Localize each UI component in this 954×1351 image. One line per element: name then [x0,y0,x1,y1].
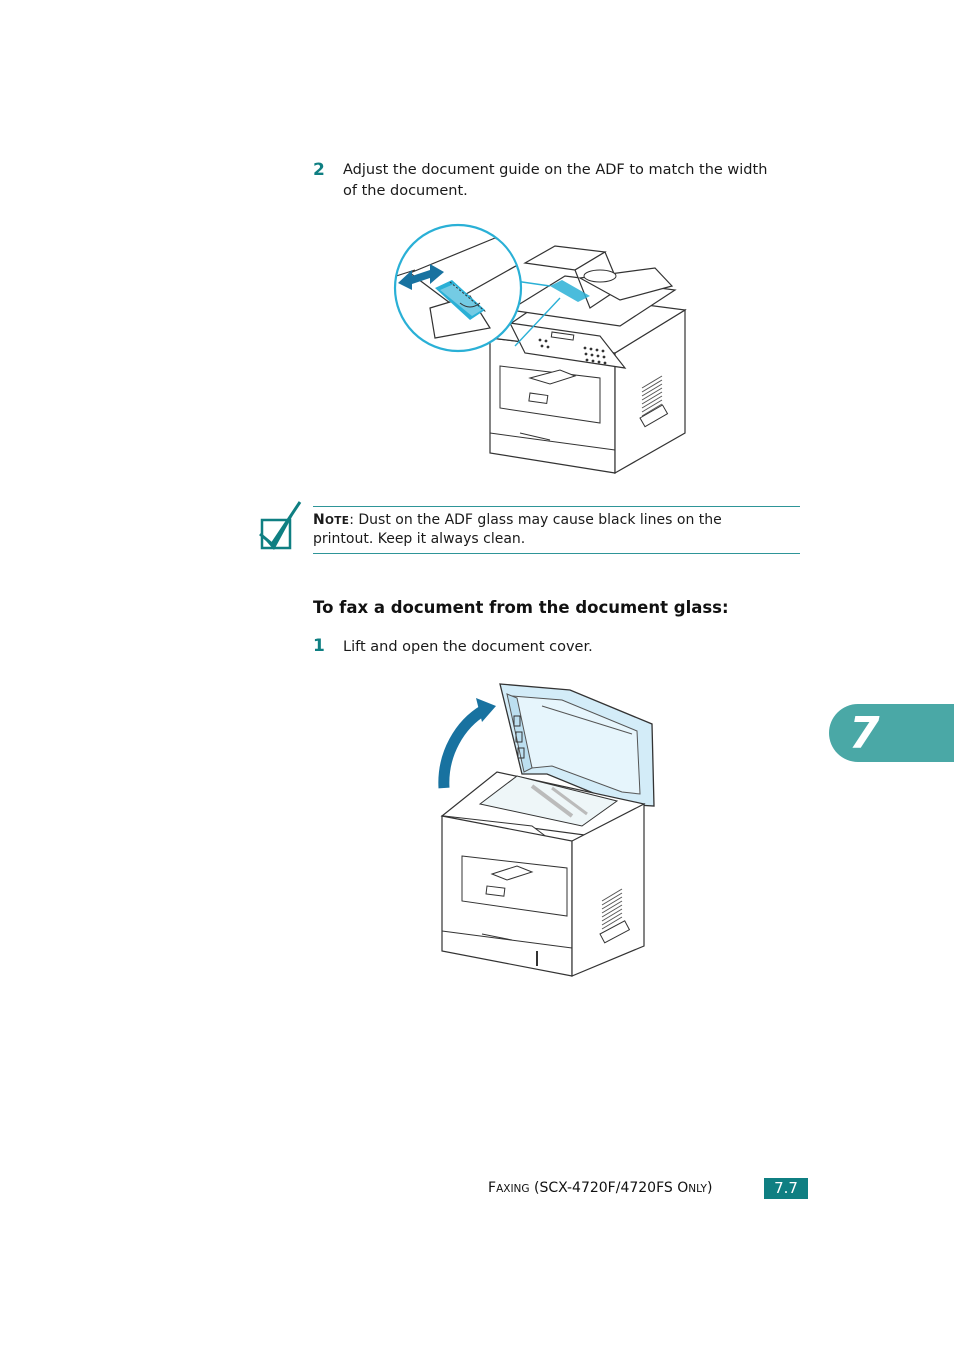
note-text-line-2: printout. Keep it always clean. [313,531,526,547]
step-number-1: 1 [313,636,325,656]
checkmark-icon [259,501,302,550]
footer-middle: (SCX-4720F/4720FS O [529,1180,689,1196]
note-top-rule [313,506,800,507]
double-arrow-icon [398,264,444,290]
note-label-rest: OTE [325,515,350,527]
section-heading: To fax a document from the document glas… [313,598,729,617]
chapter-number: 7 [849,708,880,759]
curved-arrow-icon [438,698,496,789]
chapter-tab: 7 [829,704,954,762]
page-number-badge: 7.7 [764,1178,808,1199]
step-number-2: 2 [313,160,325,180]
step-2-line-2: of the document. [343,183,468,199]
step-2-line-1: Adjust the document guide on the ADF to … [343,162,768,178]
note-label-initial: N [313,512,326,528]
footer-title: FAXING (SCX-4720F/4720FS ONLY) [488,1180,712,1196]
note-text: NOTE: Dust on the ADF glass may cause bl… [313,511,803,548]
footer-o-small: NLY [688,1183,707,1195]
footer-f-cap: F [488,1180,497,1196]
step-2-text: Adjust the document guide on the ADF to … [343,160,813,202]
step-1-text: Lift and open the document cover. [343,639,593,655]
note-text-line-1: : Dust on the ADF glass may cause black … [349,512,722,528]
footer-end: ) [706,1180,713,1196]
note-line-1: NOTE: Dust on the ADF glass may cause bl… [313,511,803,530]
footer-f-small: AXING [496,1183,530,1195]
note-bottom-rule [313,553,800,554]
document-cover-illustration [438,683,655,977]
adf-guide-illustration [393,223,687,475]
